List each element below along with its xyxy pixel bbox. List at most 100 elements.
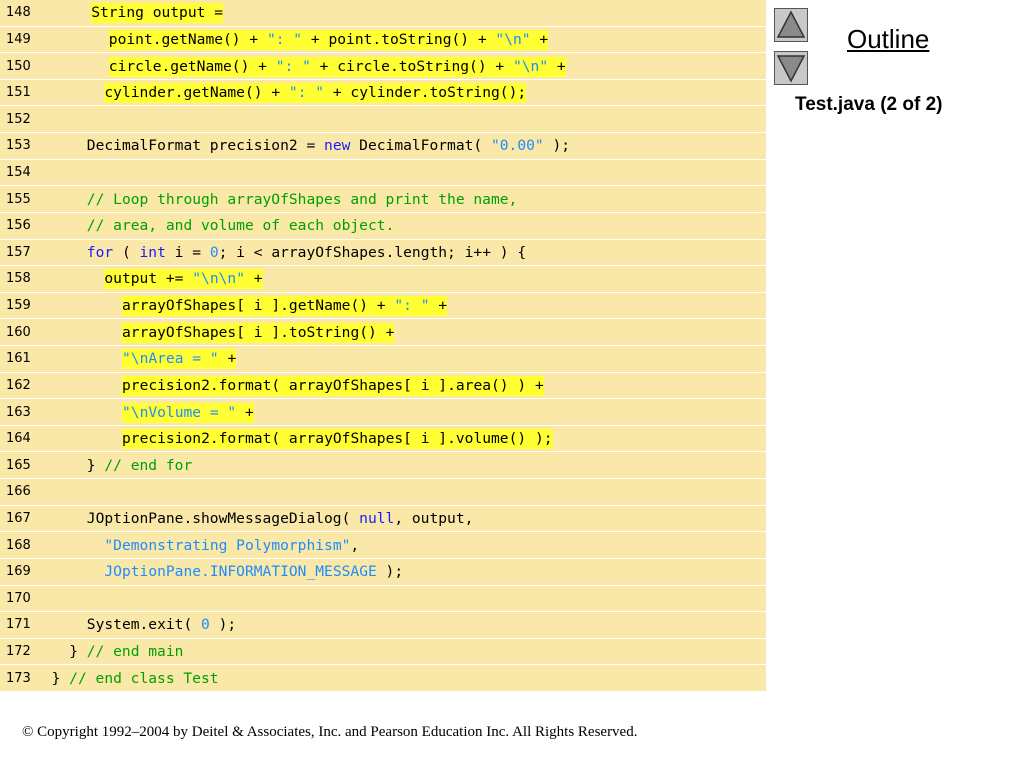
code-token: "\nArea = " bbox=[122, 350, 219, 368]
code-line: 169 JOptionPane.INFORMATION_MESSAGE ); bbox=[0, 559, 766, 586]
code-text: precision2.format( arrayOfShapes[ i ].vo… bbox=[122, 429, 553, 450]
line-number: 165 bbox=[6, 457, 31, 473]
code-token: ; i < arrayOfShapes.length; i++ ) { bbox=[218, 243, 527, 261]
code-token: System.exit( bbox=[86, 616, 202, 634]
code-line: 150 circle.getName() + ": " + circle.toSt… bbox=[0, 53, 766, 80]
code-token: , output, bbox=[394, 509, 474, 527]
code-token: circle.getName() + bbox=[108, 57, 276, 75]
code-token: new bbox=[324, 137, 351, 155]
code-token: String output = bbox=[91, 4, 223, 22]
line-number: 160 bbox=[6, 324, 31, 340]
line-number: 159 bbox=[6, 298, 31, 314]
code-line: 170 bbox=[0, 586, 766, 613]
code-text: arrayOfShapes[ i ].getName() + ": " + bbox=[122, 296, 448, 317]
code-token: "\n" bbox=[495, 30, 531, 48]
code-token: for bbox=[86, 243, 114, 261]
code-line: 165 } // end for bbox=[0, 452, 766, 480]
code-token: + bbox=[530, 30, 549, 48]
code-text: // Loop through arrayOfShapes and print … bbox=[87, 190, 518, 210]
line-number: 170 bbox=[6, 590, 31, 606]
code-token: ": " bbox=[394, 297, 430, 315]
line-number: 164 bbox=[6, 431, 31, 447]
code-line: 162 precision2.format( arrayOfShapes[ i ]… bbox=[0, 373, 766, 400]
line-number: 161 bbox=[6, 351, 31, 367]
code-token: null bbox=[359, 509, 395, 527]
code-token: arrayOfShapes[ i ].toString() + bbox=[122, 323, 395, 341]
line-number: 169 bbox=[6, 564, 31, 580]
code-text: for ( int i = 0; i < arrayOfShapes.lengt… bbox=[87, 243, 526, 263]
outline-link[interactable]: Outline bbox=[847, 24, 930, 54]
code-line: 173 } // end class Test bbox=[0, 665, 766, 692]
line-number: 166 bbox=[6, 484, 31, 500]
code-text: } // end main bbox=[69, 642, 183, 662]
code-token: arrayOfShapes[ i ].getName() + bbox=[122, 297, 395, 315]
line-number: 148 bbox=[6, 5, 31, 21]
code-token: // Loop through arrayOfShapes and print … bbox=[86, 190, 518, 208]
code-token: output += bbox=[104, 270, 193, 288]
code-line: 153 DecimalFormat precision2 = new Decima… bbox=[0, 133, 766, 160]
code-text: } // end class Test bbox=[52, 669, 219, 689]
code-token: } bbox=[69, 643, 87, 661]
code-token: 0 bbox=[209, 243, 219, 261]
previous-slide-button[interactable] bbox=[774, 8, 808, 42]
code-token: + bbox=[244, 270, 263, 288]
code-token: + bbox=[218, 350, 237, 368]
code-token: DecimalFormat( bbox=[350, 137, 491, 155]
triangle-down-icon bbox=[776, 55, 806, 83]
code-token: + cylinder.toString(); bbox=[324, 84, 527, 102]
code-line: 168"Demonstrating Polymorphism", bbox=[0, 532, 766, 559]
code-token: ": " bbox=[266, 30, 303, 48]
line-number: 152 bbox=[6, 111, 31, 127]
code-token: , bbox=[350, 536, 360, 554]
code-token: DecimalFormat precision2 = bbox=[86, 137, 325, 155]
code-line: 163"\nVolume = " + bbox=[0, 399, 766, 426]
code-token: + bbox=[236, 403, 254, 421]
code-text: String output = bbox=[91, 3, 223, 24]
code-token: ": " bbox=[275, 57, 311, 75]
code-text: "Demonstrating Polymorphism", bbox=[104, 536, 359, 556]
code-token: + bbox=[548, 57, 566, 75]
code-text: } // end for bbox=[87, 456, 192, 476]
code-line: 148 String output = bbox=[0, 0, 766, 27]
code-line: 161 "\nArea = " + bbox=[0, 346, 766, 373]
triangle-up-icon bbox=[776, 10, 806, 38]
line-number: 153 bbox=[6, 138, 31, 154]
code-token: + bbox=[429, 297, 448, 315]
code-text: output += "\n\n" + bbox=[104, 269, 263, 290]
code-line: 166 bbox=[0, 479, 766, 506]
line-number: 171 bbox=[6, 617, 31, 633]
code-line: 171 System.exit( 0 ); bbox=[0, 612, 766, 639]
line-number: 162 bbox=[6, 377, 31, 393]
code-token: ": " bbox=[288, 84, 325, 102]
code-text: precision2.format( arrayOfShapes[ i ].ar… bbox=[122, 375, 544, 396]
code-line: 152 bbox=[0, 106, 766, 134]
code-token: + circle.toString() + bbox=[310, 57, 513, 75]
code-token: "\n" bbox=[512, 57, 549, 75]
line-number: 155 bbox=[6, 191, 31, 207]
code-token: } bbox=[51, 669, 70, 687]
line-number: 173 bbox=[6, 670, 31, 686]
line-number: 172 bbox=[6, 644, 31, 660]
code-text: JOptionPane.INFORMATION_MESSAGE ); bbox=[104, 562, 403, 582]
code-token: int bbox=[139, 243, 166, 261]
line-number: 156 bbox=[6, 218, 31, 234]
code-token: ( bbox=[113, 243, 140, 261]
code-text: System.exit( 0 ); bbox=[87, 615, 236, 635]
code-token: point.getName() + bbox=[108, 30, 267, 48]
code-text: // area, and volume of each object. bbox=[87, 216, 395, 236]
code-line: 172 } // end main bbox=[0, 639, 766, 666]
code-token: precision2.format( arrayOfShapes[ i ].ar… bbox=[122, 376, 544, 394]
next-slide-button[interactable] bbox=[774, 51, 808, 85]
code-token: 0 bbox=[201, 616, 210, 634]
line-number: 154 bbox=[6, 164, 31, 180]
line-number: 151 bbox=[6, 85, 31, 101]
line-number: 150 bbox=[6, 58, 31, 74]
code-token: "Demonstrating Polymorphism" bbox=[104, 536, 351, 554]
code-token: ); bbox=[376, 563, 404, 581]
code-line: 160 arrayOfShapes[ i ].toString() + bbox=[0, 319, 766, 346]
